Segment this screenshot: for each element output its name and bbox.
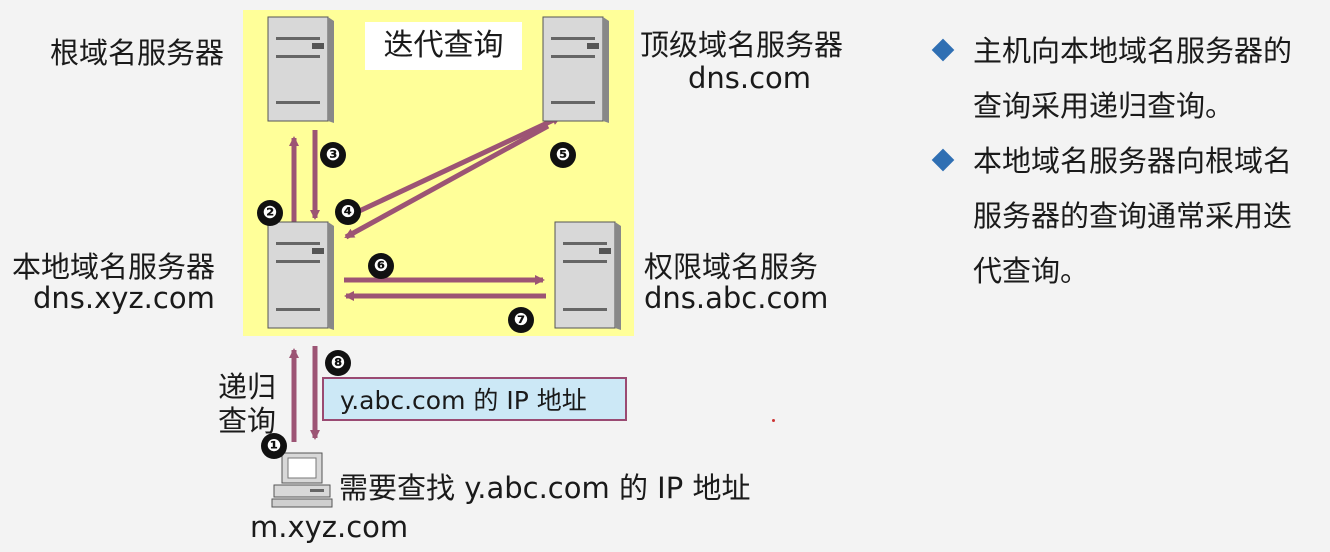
step-5-badge: ❺ bbox=[550, 142, 576, 168]
diamond-bullet-icon bbox=[931, 148, 955, 172]
host-pc-icon bbox=[270, 451, 334, 515]
note-line: 查询采用递归查询。 bbox=[973, 89, 1235, 123]
root-server-icon bbox=[266, 15, 336, 125]
tld-server-icon bbox=[541, 15, 611, 125]
step-3-badge: ❸ bbox=[320, 142, 346, 168]
note-line: 本地域名服务器向根域名 bbox=[973, 144, 1293, 178]
host-domain-label: m.xyz.com bbox=[250, 510, 409, 544]
auth-server-label: 权限域名服务 bbox=[644, 250, 819, 284]
tld-server-label: 顶级域名服务器 bbox=[640, 28, 844, 62]
note-iterative: 本地域名服务器向根域名 服务器的查询通常采用迭 代查询。 bbox=[930, 134, 1325, 299]
note-line: 代查询。 bbox=[973, 254, 1090, 288]
step-1-badge: ❶ bbox=[261, 433, 287, 459]
root-server-label: 根域名服务器 bbox=[50, 36, 225, 70]
diamond-bullet-icon bbox=[931, 38, 955, 62]
step-6-badge: ❻ bbox=[368, 253, 394, 279]
local-server-domain: dns.xyz.com bbox=[33, 281, 215, 315]
step-4-badge: ❹ bbox=[335, 199, 361, 225]
host-request-label: 需要查找 y.abc.com 的 IP 地址 bbox=[339, 471, 751, 505]
note-line: 服务器的查询通常采用迭 bbox=[973, 199, 1293, 233]
note-recursive: 主机向本地域名服务器的 查询采用递归查询。 bbox=[930, 24, 1325, 134]
stray-dot bbox=[772, 419, 775, 422]
iterative-query-title: 迭代查询 bbox=[365, 22, 522, 70]
step-2-badge: ❷ bbox=[257, 200, 283, 226]
arrow-step-4 bbox=[338, 114, 562, 223]
note-line: 主机向本地域名服务器的 bbox=[973, 34, 1293, 68]
recursive-label-line2: 查询 bbox=[218, 404, 277, 438]
ip-result-box: y.abc.com 的 IP 地址 bbox=[322, 377, 627, 421]
step-8-badge: ❽ bbox=[325, 350, 351, 376]
arrow-step-5 bbox=[344, 123, 550, 240]
recursive-label-line1: 递归 bbox=[218, 370, 277, 404]
auth-server-icon bbox=[553, 220, 623, 332]
step-7-badge: ❼ bbox=[508, 307, 534, 333]
local-server-label: 本地域名服务器 bbox=[12, 250, 216, 284]
tld-server-domain: dns.com bbox=[688, 61, 812, 95]
auth-server-domain: dns.abc.com bbox=[644, 281, 829, 315]
local-server-icon bbox=[266, 220, 336, 332]
